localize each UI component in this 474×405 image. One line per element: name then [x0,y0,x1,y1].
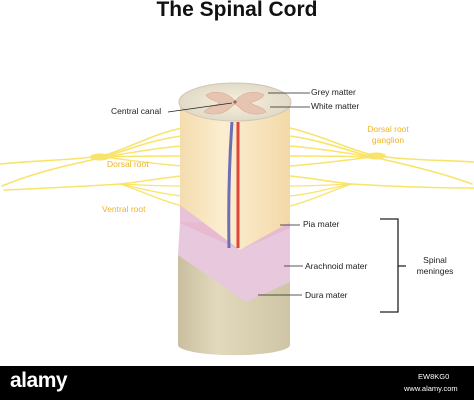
right-ventral-root [289,175,474,189]
label-white-matter: White matter [311,101,360,111]
label-dura-mater: Dura mater [305,290,348,300]
nerve-roots [0,127,474,207]
label-central-canal: Central canal [111,106,162,116]
leader-lines [167,92,310,296]
watermark-image-id: EW8KG0 [418,372,450,381]
meninges-bracket [380,218,406,313]
watermark-brand: alamy [10,369,68,392]
left-dorsal-root-ganglion [90,153,110,161]
diagram-title: The Spinal Cord [156,0,318,21]
vein [227,121,234,249]
label-arachnoid-mater: Arachnoid mater [305,261,368,271]
arachnoid-mater-layer [178,222,290,302]
left-dorsal-root [0,127,183,165]
label-ventral-root: Ventral root [102,204,146,214]
watermark-url: www.alamy.com [404,384,458,393]
cord-body [180,102,290,250]
watermark-bar [0,366,474,400]
label-dorsal-root-ganglion-line1: Dorsal root [367,124,409,134]
label-dorsal-root-ganglion-line2: ganglion [371,135,405,145]
label-spinal-meninges-line2: meninges [416,266,454,276]
right-dorsal-root-ganglion [366,152,386,160]
label-dorsal-root: Dorsal root [107,159,149,169]
label-pia-mater: Pia mater [303,219,340,229]
label-grey-matter: Grey matter [311,87,356,97]
central-canal-dot [233,100,237,104]
left-ventral-root [3,175,183,191]
label-spinal-meninges-line1: Spinal [423,255,447,265]
